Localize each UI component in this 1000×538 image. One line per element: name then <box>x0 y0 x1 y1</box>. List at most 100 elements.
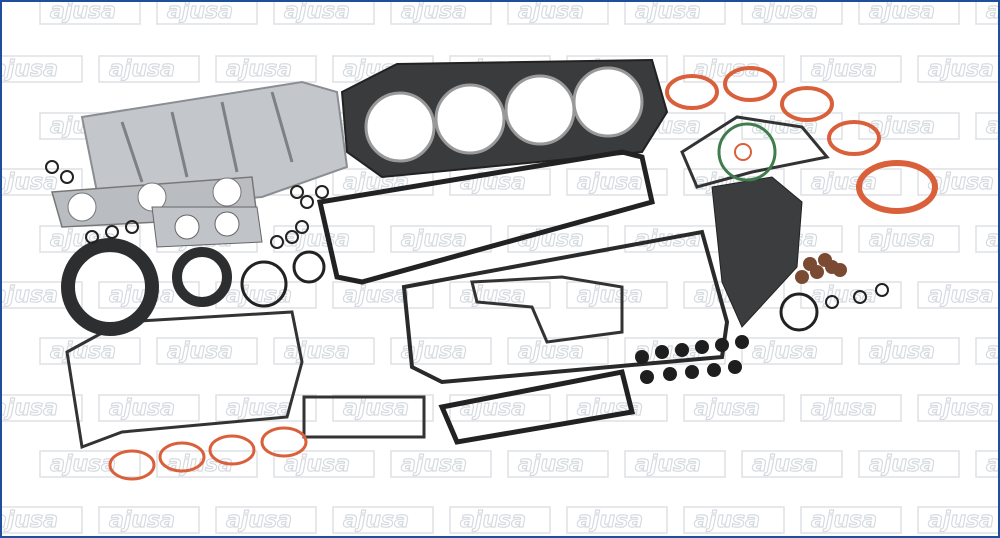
watermark-box <box>624 450 726 478</box>
o-ring-right <box>779 292 819 332</box>
small-o-ring <box>825 295 839 309</box>
valve-stem-seal <box>635 350 649 364</box>
small-o-ring <box>295 220 309 234</box>
small-o-ring <box>853 290 867 304</box>
watermark-logo: ajusa <box>518 452 584 477</box>
watermark-logo: ajusa <box>401 452 467 477</box>
watermark-logo: ajusa <box>2 283 58 308</box>
watermark-logo: ajusa <box>2 57 58 82</box>
watermark-logo: ajusa <box>226 508 292 533</box>
watermark-logo: ajusa <box>577 508 643 533</box>
watermark-logo: ajusa <box>167 2 233 24</box>
watermark-logo: ajusa <box>460 508 526 533</box>
small-o-ring <box>105 225 119 239</box>
watermark-box <box>917 506 998 534</box>
flange-port <box>174 214 200 240</box>
watermark-logo: ajusa <box>752 339 818 364</box>
watermark-box <box>390 2 492 25</box>
watermark-logo: ajusa <box>986 114 1000 139</box>
watermark-box <box>215 394 317 422</box>
watermark-box <box>390 225 492 253</box>
watermark-logo: ajusa <box>401 2 467 24</box>
watermark-box <box>566 506 668 534</box>
crankshaft-seal-large <box>61 238 159 336</box>
watermark-box <box>390 450 492 478</box>
valve-stem-seal <box>685 365 699 379</box>
valve-stem-seal <box>803 257 817 271</box>
watermark-logo: ajusa <box>518 2 584 24</box>
watermark-logo: ajusa <box>577 283 643 308</box>
watermark-box <box>2 281 83 309</box>
small-o-ring <box>290 185 304 199</box>
watermark-logo: ajusa <box>635 2 701 24</box>
watermark-box <box>332 506 434 534</box>
flange-port <box>214 211 240 237</box>
small-o-ring <box>875 283 889 297</box>
watermark-logo: ajusa <box>811 396 877 421</box>
valve-stem-seal <box>640 370 654 384</box>
watermark-logo: ajusa <box>811 508 877 533</box>
watermark-box <box>507 337 609 365</box>
valve-stem-seal <box>735 335 749 349</box>
valve-stem-seal <box>715 338 729 352</box>
watermark-logo: ajusa <box>986 452 1000 477</box>
watermark-logo: ajusa <box>986 227 1000 252</box>
watermark-box <box>741 337 843 365</box>
watermark-logo: ajusa <box>694 508 760 533</box>
watermark-logo: ajusa <box>577 170 643 195</box>
watermark-box <box>156 2 258 25</box>
watermark-box <box>683 506 785 534</box>
watermark-logo: ajusa <box>343 283 409 308</box>
watermark-box <box>683 394 785 422</box>
watermark-logo: ajusa <box>986 339 1000 364</box>
watermark-box <box>507 2 609 25</box>
watermark-box <box>917 394 998 422</box>
watermark-box <box>683 55 785 83</box>
watermark-box <box>273 2 375 25</box>
exhaust-gasket-ports <box>67 177 242 222</box>
watermark-box <box>98 55 200 83</box>
watermark-box <box>917 168 998 196</box>
o-ring-small-orange <box>734 143 752 161</box>
watermark-logo: ajusa <box>284 339 350 364</box>
watermark-logo: ajusa <box>752 452 818 477</box>
watermark-box <box>858 337 960 365</box>
o-ring-medium <box>292 250 326 284</box>
valve-stem-seals <box>635 253 847 384</box>
watermark-box <box>273 337 375 365</box>
small-o-rings <box>45 160 889 309</box>
watermark-logo: ajusa <box>50 452 116 477</box>
watermark-logo: ajusa <box>811 57 877 82</box>
rear-gasket-sheet <box>711 176 803 328</box>
watermark-box <box>98 506 200 534</box>
watermark-box <box>390 337 492 365</box>
valve-stem-seal <box>833 263 847 277</box>
valve-stem-seal <box>707 363 721 377</box>
watermark-box <box>39 2 141 25</box>
watermark-logo: ajusa <box>50 2 116 24</box>
watermark-logo: ajusa <box>752 2 818 24</box>
watermark-logo: ajusa <box>343 508 409 533</box>
valve-stem-seal <box>728 360 742 374</box>
watermark-box <box>332 394 434 422</box>
watermark-box <box>975 112 998 140</box>
small-o-ring <box>125 220 139 234</box>
watermark-box <box>975 450 998 478</box>
watermark-box <box>2 168 83 196</box>
small-o-ring <box>285 230 299 244</box>
small-o-ring <box>85 230 99 244</box>
watermark-logo: ajusa <box>2 508 58 533</box>
watermark-logo: ajusa <box>928 57 994 82</box>
watermark-box <box>858 225 960 253</box>
watermark-logo: ajusa <box>167 339 233 364</box>
watermark-box <box>917 55 998 83</box>
watermark-logo: ajusa <box>928 283 994 308</box>
watermark-box <box>156 337 258 365</box>
oil-pan-gasket <box>401 229 730 385</box>
watermark-box <box>215 506 317 534</box>
watermark-box <box>858 112 960 140</box>
watermark-logo: ajusa <box>2 170 58 195</box>
watermark-box <box>800 394 902 422</box>
watermark-logo: ajusa <box>869 339 935 364</box>
